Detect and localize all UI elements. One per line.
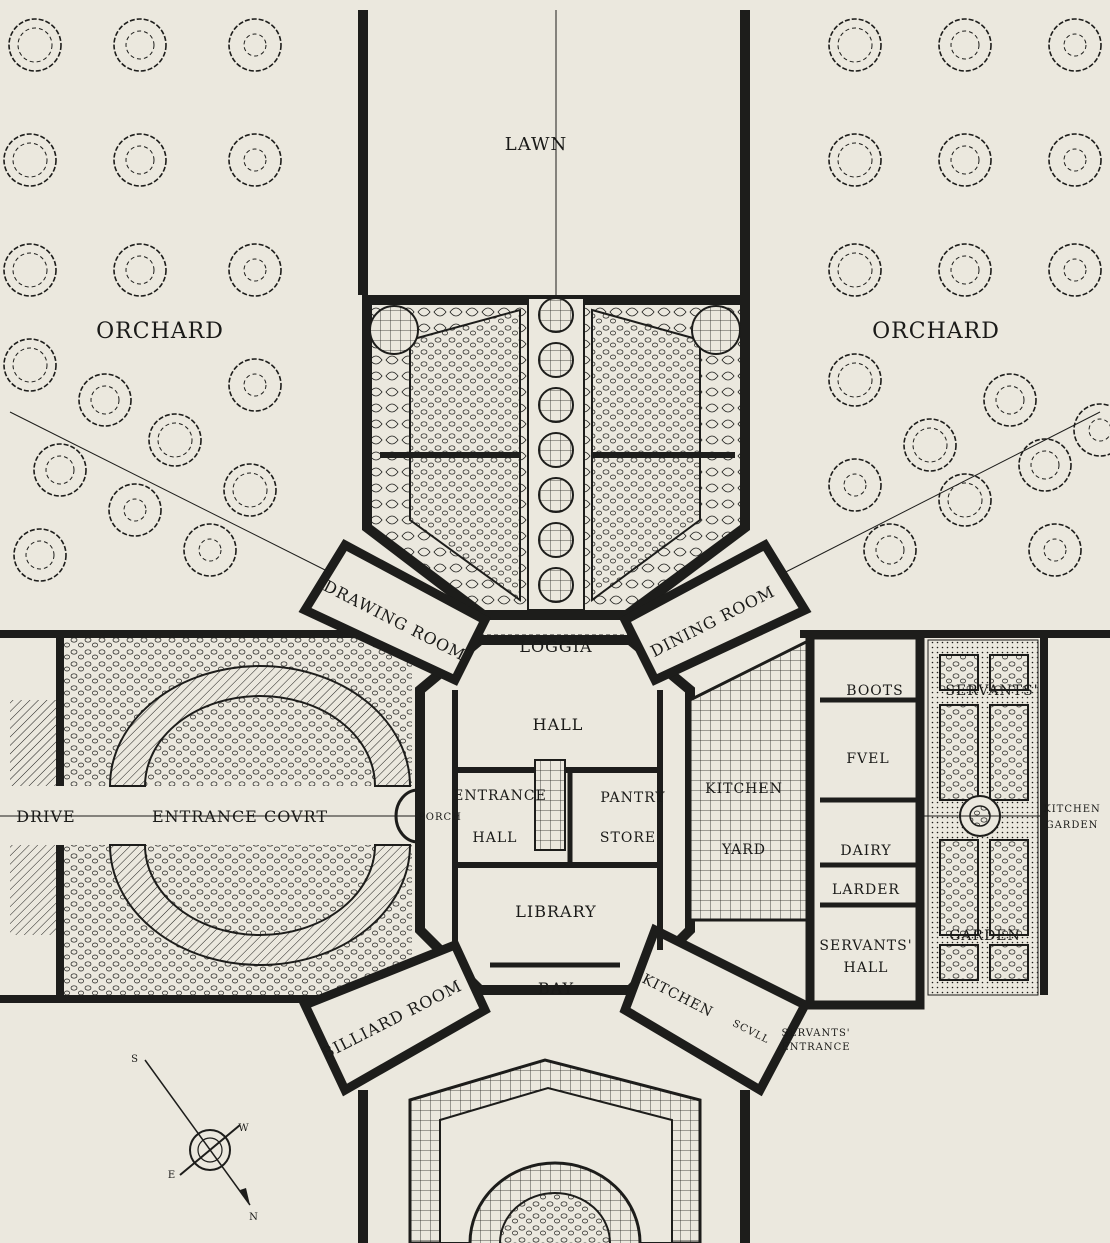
servants-entrance-label-1: SERVANTS': [781, 1028, 850, 1039]
tree-icon: [1028, 523, 1082, 577]
parterre-roundel: [538, 432, 574, 468]
tree-icon: [1073, 403, 1110, 457]
entrance-court-label: ENTRANCE COVRT: [152, 807, 328, 826]
hall-label: HALL: [533, 715, 584, 734]
orchard-right-label: ORCHARD: [872, 319, 1000, 344]
parterre-roundel: [538, 477, 574, 513]
compass: [144, 1059, 251, 1206]
tree-icon: [938, 133, 992, 187]
tree-icon: [228, 243, 282, 297]
compass-s-label: S: [131, 1054, 139, 1065]
lawn-label: LAWN: [505, 134, 567, 155]
tree-icon: [148, 413, 202, 467]
orchard-left-label: ORCHARD: [96, 319, 224, 344]
tree-icon: [983, 373, 1037, 427]
service-wing: [688, 630, 1110, 1010]
garden-bed: [939, 704, 979, 801]
tree-icon: [33, 443, 87, 497]
tree-icon: [938, 473, 992, 527]
parterre-roundel: [538, 342, 574, 378]
servants-hall-label-2: HALL: [844, 960, 889, 976]
garden-bed: [939, 654, 979, 691]
garden-bed: [989, 654, 1029, 691]
tree-icon: [113, 133, 167, 187]
library-label: LIBRARY: [515, 902, 596, 921]
tree-icon: [828, 353, 882, 407]
lawn-walls: [358, 10, 750, 1243]
tree-icon: [828, 243, 882, 297]
tree-icon: [108, 483, 162, 537]
garden-bed: [989, 704, 1029, 801]
kitchen-garden-label-1: KITCHEN: [1043, 804, 1101, 815]
parterre-roundel: [538, 387, 574, 423]
tree-icon: [903, 418, 957, 472]
entrance-hall-label: HALL: [473, 830, 518, 846]
dairy-label: DAIRY: [840, 843, 891, 859]
garden-bed: [989, 944, 1029, 981]
parterre-roundel: [538, 297, 574, 333]
servants-entrance-label-2: ENTRANCE: [781, 1042, 850, 1053]
tree-icon: [228, 18, 282, 72]
tree-icon: [938, 18, 992, 72]
sight-lines: [9, 411, 1101, 581]
tree-icon: [1048, 18, 1102, 72]
tree-icon: [3, 243, 57, 297]
tree-icon: [828, 18, 882, 72]
kitchen-yard-label-2: YARD: [721, 842, 766, 858]
tree-icon: [228, 358, 282, 412]
kitchen-yard-label-1: KITCHEN: [705, 781, 783, 797]
store-label: STORE: [600, 830, 656, 846]
tree-icon: [113, 18, 167, 72]
larder-label: LARDER: [832, 882, 900, 898]
loggia-label: LOGGIA: [519, 637, 592, 656]
servants-garden-label-2: GARDEN: [949, 928, 1021, 944]
boots-label: BOOTS: [846, 683, 903, 699]
tree-icon: [828, 133, 882, 187]
servants-garden-label-1: SERVANTS': [945, 683, 1038, 699]
fuel-label: FVEL: [846, 751, 889, 767]
garden-bed: [939, 944, 979, 981]
garden-bed: [989, 839, 1029, 936]
entrance-label: ENTRANCE: [453, 788, 547, 804]
tree-icon: [1018, 438, 1072, 492]
garden-bed: [939, 839, 979, 936]
tree-icon: [3, 338, 57, 392]
tree-icon: [938, 243, 992, 297]
south-forecourt: [408, 1058, 702, 1243]
compass-e-label: E: [168, 1170, 176, 1181]
servants-hall-label-1: SERVANTS': [819, 938, 912, 954]
drive-label: DRIVE: [16, 807, 75, 826]
tree-icon: [1048, 243, 1102, 297]
kitchen-garden-label-2: GARDEN: [1046, 820, 1099, 831]
tree-icon: [183, 523, 237, 577]
tree-icon: [863, 523, 917, 577]
house: [298, 539, 812, 1097]
compass-w-label: W: [238, 1123, 249, 1134]
formal-parterre: [362, 295, 750, 620]
tree-icon: [3, 133, 57, 187]
tree-icon: [13, 528, 67, 582]
parterre-roundel: [538, 567, 574, 603]
pantry-label: PANTRY: [600, 790, 665, 806]
compass-n-label: N: [249, 1212, 259, 1223]
tree-icon: [228, 133, 282, 187]
tree-icon: [828, 458, 882, 512]
parterre-roundel: [538, 522, 574, 558]
tree-icon: [78, 373, 132, 427]
tree-icon: [223, 463, 277, 517]
tree-icon: [8, 18, 62, 72]
tree-icon: [1048, 133, 1102, 187]
entrance-court: [0, 630, 420, 1003]
porch-label: PORCH: [418, 812, 462, 823]
tree-icon: [113, 243, 167, 297]
bay-label: BAY: [538, 979, 574, 998]
